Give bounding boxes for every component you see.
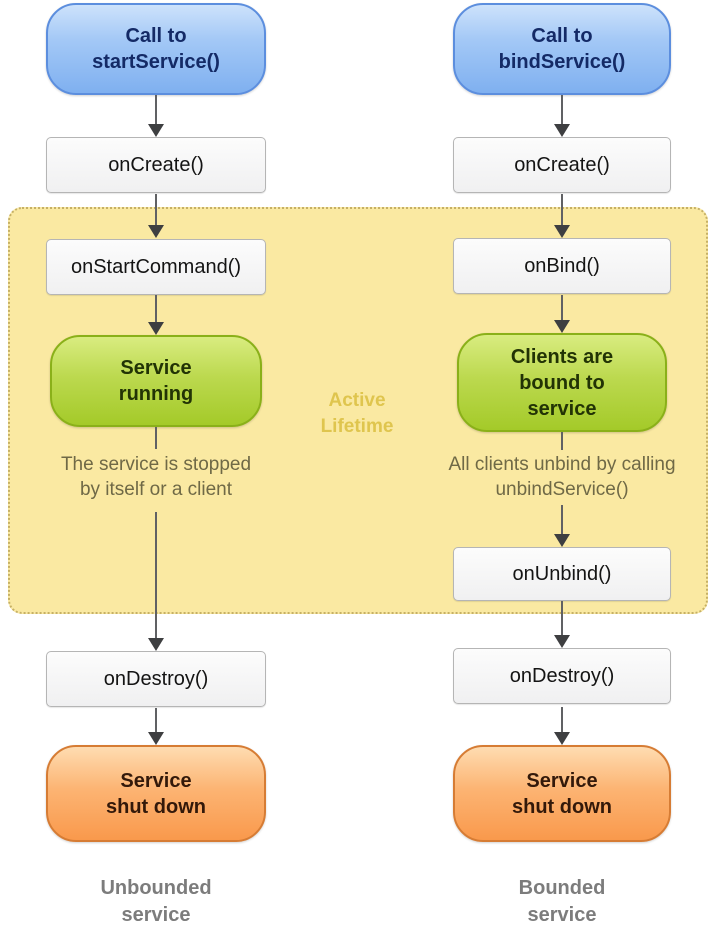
arrow-right-5 [554, 601, 570, 648]
node-onstartcommand: onStartCommand() [46, 239, 266, 295]
node-clients-bound: Clients are bound to service [457, 333, 667, 432]
line-right-green-to-caption [561, 432, 563, 450]
node-ondestroy-left: onDestroy() [46, 651, 266, 707]
caption-clients-unbind: All clients unbind by calling unbindServ… [448, 454, 676, 500]
arrow-left-4 [148, 512, 164, 651]
line-left-green-to-caption [155, 427, 157, 449]
arrow-left-1 [148, 95, 164, 137]
node-service-running: Service running [50, 335, 262, 427]
label-bounded-service: Bounded service [518, 877, 606, 926]
arrow-left-5 [148, 708, 164, 745]
node-call-bindservice: Call to bindService() [453, 3, 671, 95]
caption-service-stopped: The service is stopped by itself or a cl… [60, 454, 252, 500]
active-lifetime-label: Active Lifetime [320, 390, 394, 437]
arrow-right-4 [554, 505, 570, 547]
node-oncreate-right: onCreate() [453, 137, 671, 193]
arrow-right-2 [554, 194, 570, 238]
arrow-left-2 [148, 194, 164, 238]
arrow-right-6 [554, 707, 570, 745]
label-unbounded-service: Unbounded service [100, 877, 212, 926]
node-call-startservice: Call to startService() [46, 3, 266, 95]
arrow-right-1 [554, 95, 570, 137]
node-onunbind: onUnbind() [453, 547, 671, 601]
node-onbind: onBind() [453, 238, 671, 294]
arrow-left-3 [148, 295, 164, 335]
arrow-right-3 [554, 295, 570, 333]
node-ondestroy-right: onDestroy() [453, 648, 671, 704]
node-oncreate-left: onCreate() [46, 137, 266, 193]
node-service-shutdown-left: Service shut down [46, 745, 266, 842]
node-service-shutdown-right: Service shut down [453, 745, 671, 842]
